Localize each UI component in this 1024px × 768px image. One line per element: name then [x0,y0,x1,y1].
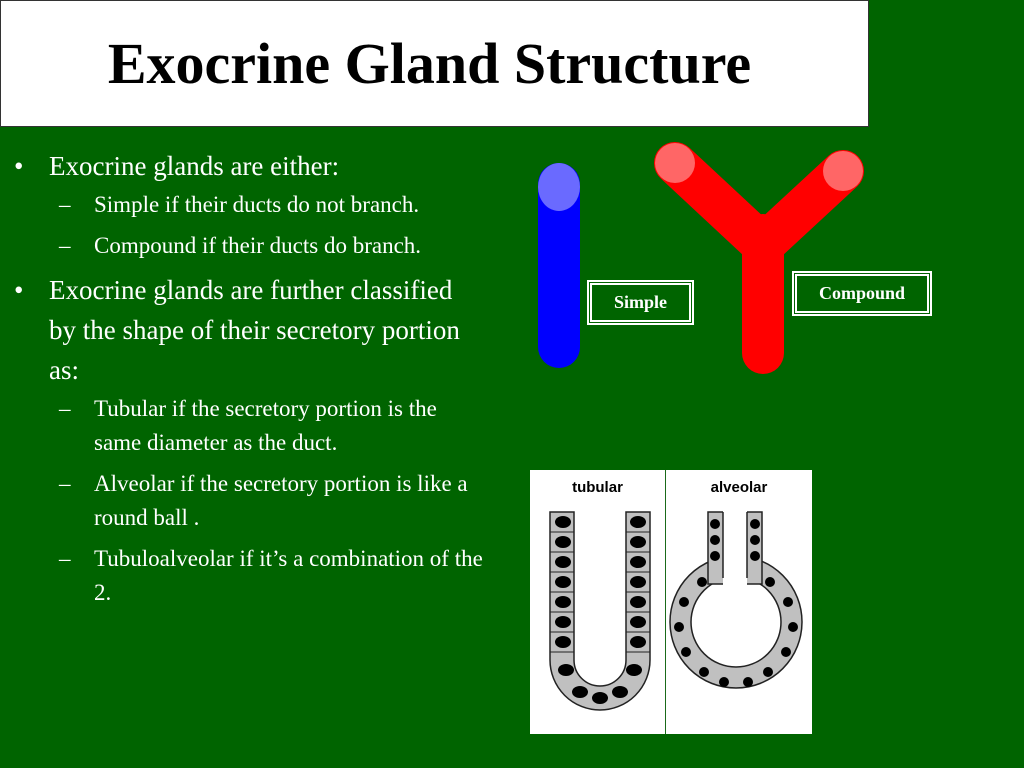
sub-marker: – [59,192,71,217]
sub-text: Alveolar if the secretory portion is lik… [94,471,468,530]
sub-text: Compound if their ducts do branch. [94,233,422,258]
alveolar-nuclei [674,519,798,687]
alveolar-label: alveolar [710,479,768,496]
tubular-gland-drawing [549,511,651,711]
slide-title: Exocrine Gland Structure [107,31,752,96]
gland-shape-figure: tubular alveolar [530,470,812,734]
compound-label-box: Compound [792,271,932,316]
bullet-item: • Exocrine glands are further classified… [14,270,484,390]
compound-duct-right-opening [823,151,863,191]
title-box: Exocrine Gland Structure [0,0,869,127]
sub-marker: – [59,233,71,258]
sub-marker: – [59,471,71,496]
simple-duct-opening [538,163,580,211]
sub-item: – Simple if their ducts do not branch. [59,188,484,222]
sub-text: Tubuloalveolar if it’s a combination of … [94,546,483,605]
bullet-text: Exocrine glands are further classified b… [49,275,460,385]
alveolar-lumen [690,576,782,668]
sub-marker: – [59,546,71,571]
alveolar-duct-lumen [723,510,747,590]
tubular-nuclei [555,516,646,704]
bullet-item: • Exocrine glands are either: [14,146,484,186]
simple-label: Simple [590,283,691,322]
sub-item: – Tubular if the secretory portion is th… [59,392,484,460]
bullet-marker: • [14,275,24,305]
sub-item: – Compound if their ducts do branch. [59,229,484,263]
compound-duct-diagram [654,142,864,374]
sub-text: Tubular if the secretory portion is the … [94,396,437,455]
bullet-list: • Exocrine glands are either: – Simple i… [14,146,484,617]
bullet-marker: • [14,151,24,181]
bullet-text: Exocrine glands are either: [49,151,340,181]
alveolar-gland-drawing [669,510,803,689]
simple-duct-diagram [538,163,580,368]
tubular-label: tubular [572,479,623,496]
sub-item: – Alveolar if the secretory portion is l… [59,467,484,535]
compound-label: Compound [795,274,929,313]
sub-item: – Tubuloalveolar if it’s a combination o… [59,542,484,610]
figure-divider [665,470,666,734]
simple-label-box: Simple [587,280,694,325]
tubular-cell-lines [550,531,650,653]
compound-duct-left-opening [655,143,695,183]
sub-text: Simple if their ducts do not branch. [94,192,420,217]
sub-marker: – [59,396,71,421]
simple-duct-tube [538,163,580,368]
